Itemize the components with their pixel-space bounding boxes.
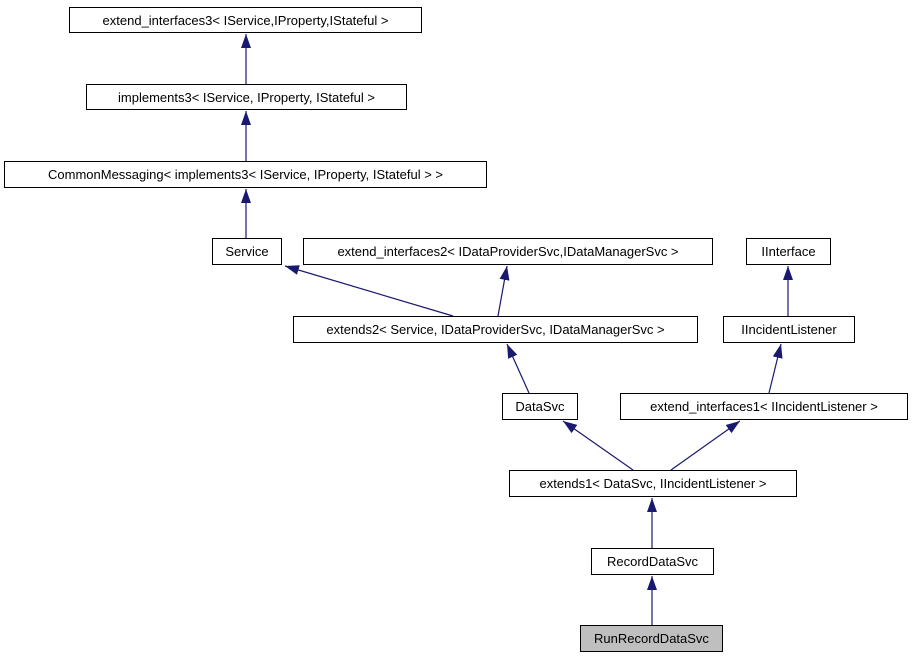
class-node-extend_interfaces2[interactable]: extend_interfaces2< IDataProviderSvc,IDa… (303, 238, 713, 265)
class-node-extends1[interactable]: extends1< DataSvc, IIncidentListener > (509, 470, 797, 497)
inheritance-arrow-extends1-to-DataSvc (562, 420, 634, 471)
inheritance-arrow-extends2-to-extend_interfaces2 (497, 265, 510, 317)
inheritance-arrow-extend_interfaces1-to-IIncidentListener (768, 343, 783, 394)
class-node-CommonMessaging[interactable]: CommonMessaging< implements3< IService, … (4, 161, 487, 188)
class-node-extend_interfaces3[interactable]: extend_interfaces3< IService,IProperty,I… (69, 7, 422, 33)
inheritance-arrow-extends2-to-Service (284, 265, 454, 317)
class-node-extends2[interactable]: extends2< Service, IDataProviderSvc, IDa… (293, 316, 698, 343)
class-node-RunRecordDataSvc: RunRecordDataSvc (580, 625, 723, 652)
inheritance-arrow-DataSvc-to-extends2 (506, 343, 530, 394)
class-node-IIncidentListener[interactable]: IIncidentListener (723, 316, 855, 343)
class-node-RecordDataSvc[interactable]: RecordDataSvc (591, 548, 714, 575)
class-node-implements3[interactable]: implements3< IService, IProperty, IState… (86, 84, 407, 110)
inheritance-arrow-extends1-to-extend_interfaces1 (670, 420, 741, 471)
class-node-DataSvc[interactable]: DataSvc (502, 393, 578, 420)
class-node-extend_interfaces1[interactable]: extend_interfaces1< IIncidentListener > (620, 393, 908, 420)
class-node-Service[interactable]: Service (212, 238, 282, 265)
class-node-IInterface[interactable]: IInterface (746, 238, 831, 265)
